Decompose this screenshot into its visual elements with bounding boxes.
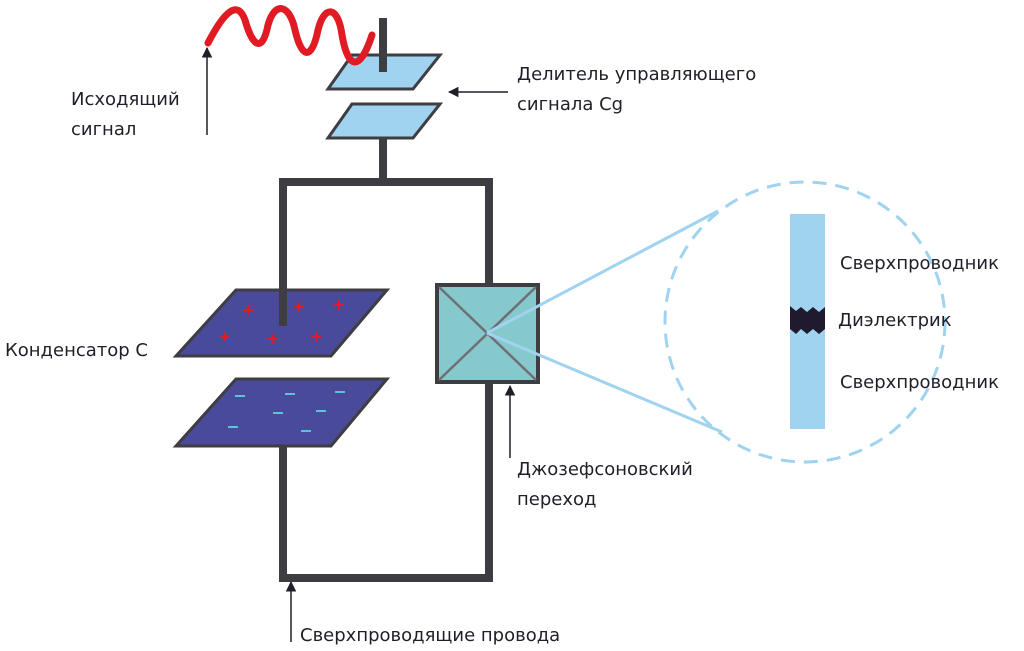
source-signal-line1: Исходящий (71, 89, 180, 110)
source-signal-wave (204, 5, 376, 66)
annotation-arrows (201, 46, 516, 642)
junction-line1: Джозефсоновский (517, 459, 693, 480)
junction-label: Джозефсоновский переход (517, 455, 693, 515)
superconductor-bottom-label: Сверхпроводник (840, 372, 999, 393)
source-signal-line2: сигнал (71, 119, 137, 140)
plus-charges (220, 300, 344, 344)
zoom-circle (663, 180, 947, 464)
dielectric-layer (790, 306, 825, 334)
divider-line2: сигнала Cg (517, 94, 624, 115)
capacitor-label: Конденсатор C (5, 340, 148, 361)
dielectric-label: Диэлектрик (838, 310, 952, 331)
divider-label: Делитель управляющего сигнала Cg (517, 60, 756, 120)
source-signal-label: Исходящий сигнал (71, 85, 180, 145)
superconductor-top-label: Сверхпроводник (840, 253, 999, 274)
wires-label: Сверхпроводящие провода (300, 625, 561, 646)
zoom-lines (486, 209, 723, 434)
minus-charges (228, 391, 345, 432)
divider-line1: Делитель управляющего (517, 64, 757, 85)
junction-line2: переход (517, 489, 597, 510)
